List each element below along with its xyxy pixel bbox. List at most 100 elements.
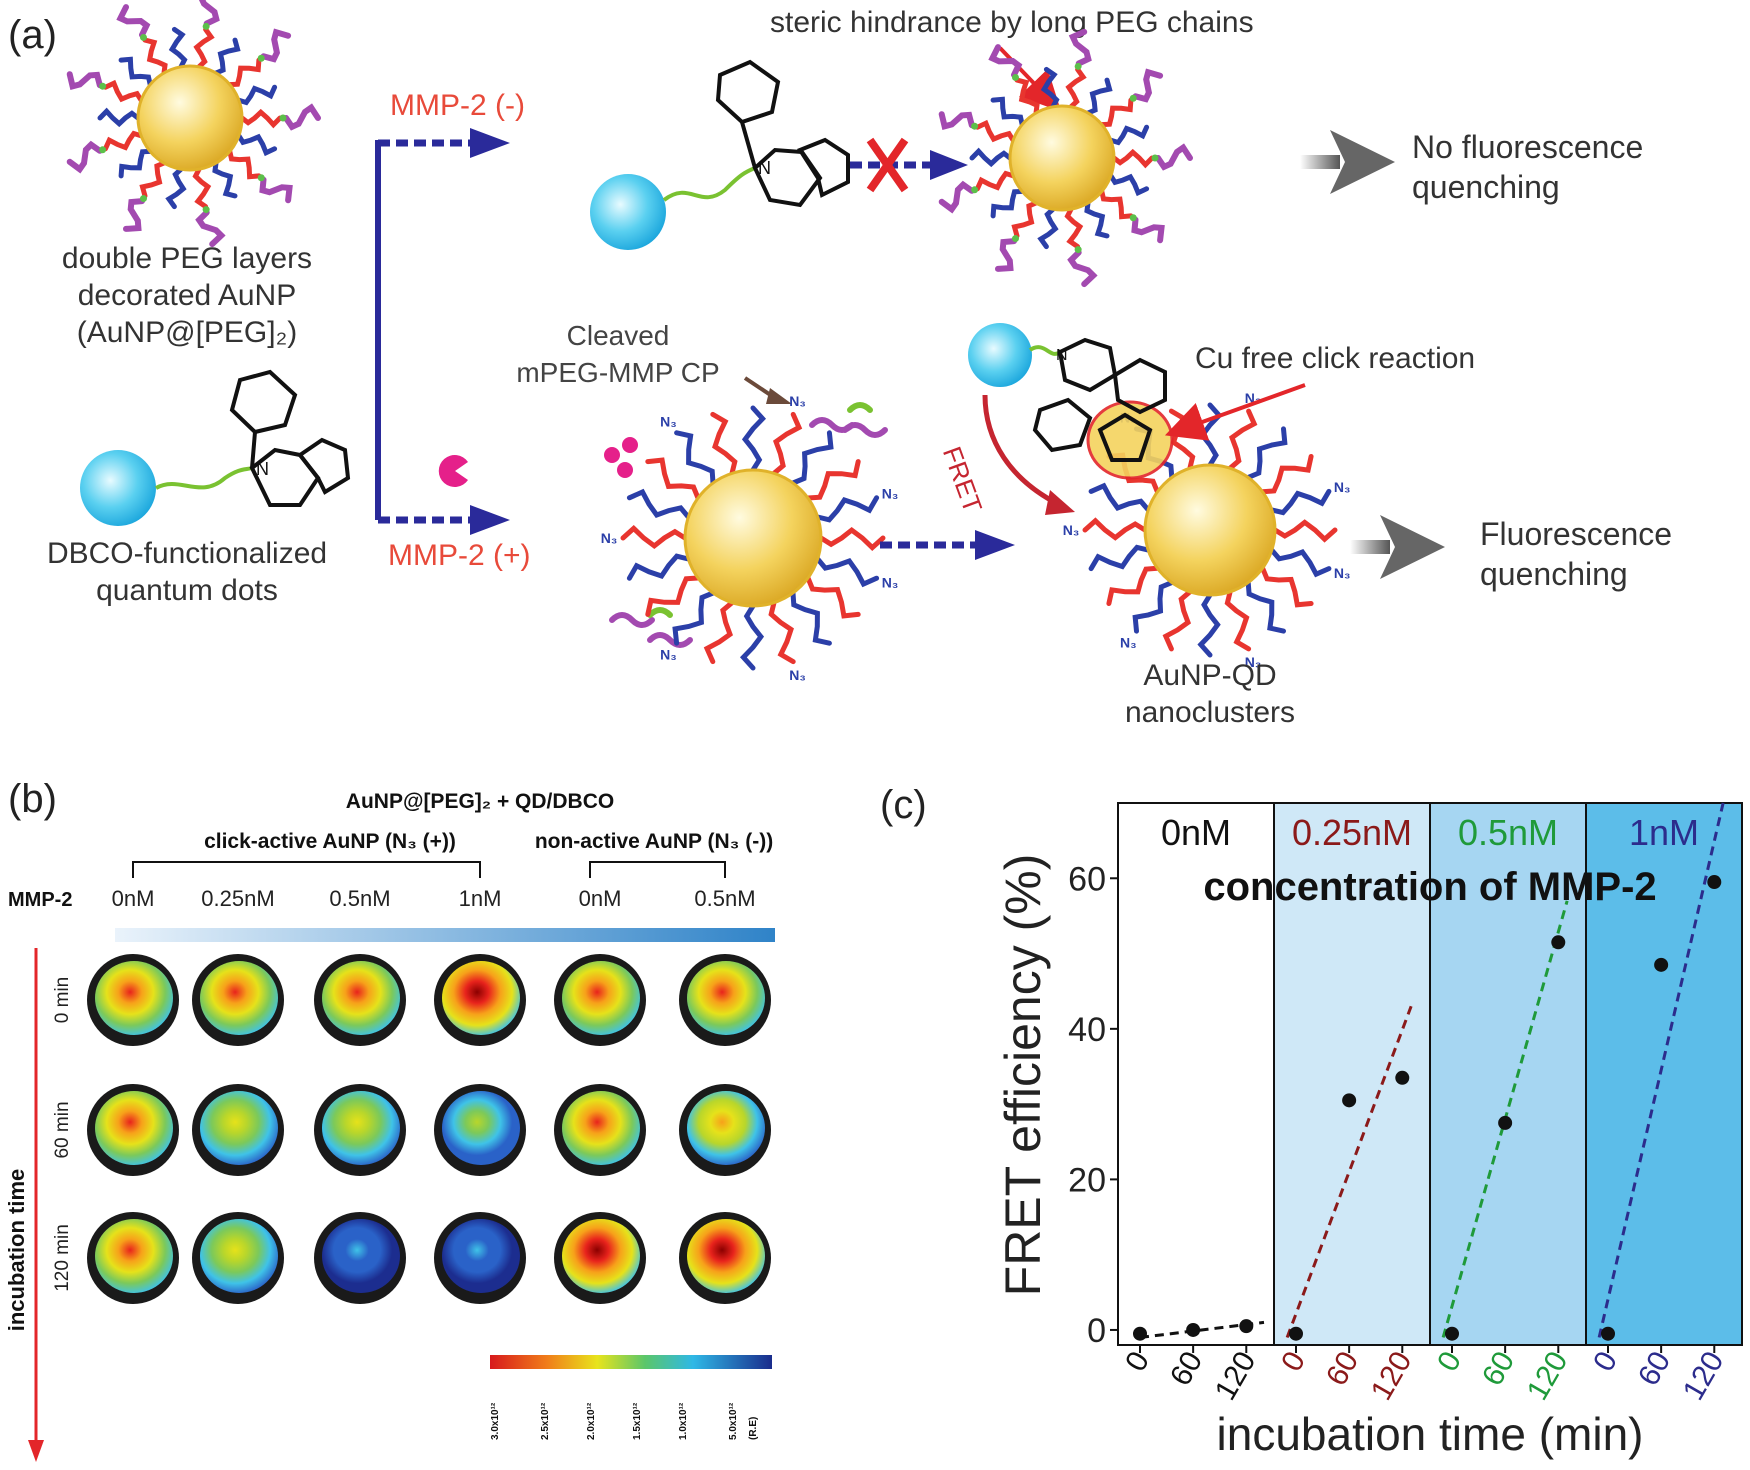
well-signal xyxy=(322,1219,400,1293)
x-tick-label: 60 xyxy=(1164,1346,1209,1391)
click-reaction-label: Cu free click reaction xyxy=(1195,342,1475,375)
blocked-arrow xyxy=(850,137,968,193)
aunp-double-peg-right xyxy=(938,28,1193,288)
data-point xyxy=(1445,1326,1459,1341)
intensity-colorbar xyxy=(490,1355,772,1369)
series-label: 0nM xyxy=(1161,812,1231,853)
y-tick-label: 0 xyxy=(1087,1312,1106,1350)
data-point xyxy=(1601,1326,1615,1341)
x-tick-label: 120 xyxy=(1521,1346,1575,1406)
aunp-caption-line-2: decorated AuNP xyxy=(78,279,296,312)
group-active-bracket xyxy=(132,861,481,878)
svg-text:N: N xyxy=(758,158,771,178)
concentration-panel xyxy=(1117,802,1275,1346)
svg-text:N₃: N₃ xyxy=(882,575,899,591)
data-point xyxy=(1654,957,1669,972)
well-signal xyxy=(562,1091,640,1165)
x-tick-label: 0 xyxy=(1119,1346,1156,1377)
well-signal xyxy=(95,1219,173,1293)
svg-text:N₃: N₃ xyxy=(1063,522,1080,538)
well-signal xyxy=(442,961,520,1035)
aunp-caption-line-3: (AuNP@[PEG]₂) xyxy=(77,316,297,349)
panel-a-label: (a) xyxy=(8,13,57,57)
x-tick-label: 60 xyxy=(1476,1346,1521,1391)
panel-b-label: (b) xyxy=(8,777,57,821)
data-point xyxy=(1395,1070,1410,1085)
data-point xyxy=(1186,1322,1201,1337)
well-signal xyxy=(95,1091,173,1165)
panel-b: (b) AuNP@[PEG]₂ + QD/DBCO click-active A… xyxy=(4,777,775,1462)
annotation-label: concentration of MMP-2 xyxy=(1203,865,1656,909)
group-active-label: click-active AuNP (N₃ (+)) xyxy=(204,830,456,853)
svg-text:N₃: N₃ xyxy=(1120,635,1137,651)
colorbar-tick: 5.0x10¹² xyxy=(728,1402,739,1440)
y-tick-label: 20 xyxy=(1068,1161,1106,1199)
well-signal xyxy=(322,961,400,1035)
data-point xyxy=(1342,1093,1357,1108)
aunp-caption: double PEG layers decorated AuNP (AuNP@[… xyxy=(62,242,312,349)
colorbar-tick: (R.E) xyxy=(748,1417,759,1440)
data-point xyxy=(1707,875,1722,890)
data-point xyxy=(1498,1115,1513,1130)
colorbar-tick: 1.0x10¹² xyxy=(678,1402,689,1440)
data-point xyxy=(1551,935,1566,950)
branch-arrows xyxy=(375,128,510,535)
well-signal xyxy=(687,1091,765,1165)
time-row-label: 0 min xyxy=(52,977,73,1023)
steric-hindrance-label: steric hindrance by long PEG chains xyxy=(770,6,1254,39)
click-reaction-arrow xyxy=(1164,383,1306,441)
cleaved-line-1: Cleaved xyxy=(567,320,670,351)
well-signal xyxy=(95,961,173,1035)
panel-c-label: (c) xyxy=(880,783,927,827)
well-signal xyxy=(687,961,765,1035)
concentration-panel xyxy=(1429,802,1587,1346)
data-point xyxy=(1289,1326,1303,1341)
mmp-column-label: 0nM xyxy=(579,886,622,911)
aunp-double-peg xyxy=(66,0,321,248)
mmp-minus-label: MMP-2 (-) xyxy=(390,89,525,122)
x-tick-label: 0 xyxy=(1587,1346,1624,1377)
y-axis-label: FRET efficiency (%) xyxy=(995,854,1051,1297)
colorbar-tick: 2.5x10¹² xyxy=(540,1402,551,1440)
mmp-column-label: 0.25nM xyxy=(201,886,274,911)
no-quench-line-2: quenching xyxy=(1412,169,1560,205)
well-signal xyxy=(562,961,640,1035)
quench-label: Fluorescence quenching xyxy=(1480,516,1672,592)
incubation-time-axis: incubation time xyxy=(4,948,44,1462)
well-signal xyxy=(687,1219,765,1293)
aunp-caption-line-1: double PEG layers xyxy=(62,242,312,275)
mmp-column-label: 1nM xyxy=(459,886,502,911)
x-tick-label: 60 xyxy=(1320,1346,1365,1391)
concentration-panel xyxy=(1585,802,1743,1346)
concentration-gradient-bar xyxy=(115,928,775,942)
gray-arrow-top xyxy=(1300,130,1395,194)
svg-text:N₃: N₃ xyxy=(789,393,806,409)
svg-text:N₃: N₃ xyxy=(660,647,677,663)
group-inactive-bracket xyxy=(589,861,726,878)
fret-arrow xyxy=(982,394,1062,508)
group-inactive-label: non-active AuNP (N₃ (-)) xyxy=(535,830,773,853)
nanocluster-line-1: AuNP-QD xyxy=(1143,659,1276,692)
x-axis-label: incubation time (min) xyxy=(1217,1408,1644,1460)
quench-line-1: Fluorescence xyxy=(1480,516,1672,552)
svg-text:N₃: N₃ xyxy=(1334,479,1351,495)
panel-a: (a) double PEG layers decorated AuNP (Au… xyxy=(8,0,1672,729)
svg-text:N₃: N₃ xyxy=(601,530,618,546)
incubation-time-label: incubation time xyxy=(4,1169,29,1332)
cleaved-fragments xyxy=(609,402,888,648)
y-tick-label: 40 xyxy=(1068,1011,1106,1049)
no-quench-line-1: No fluorescence xyxy=(1412,129,1643,165)
series-label: 0.5nM xyxy=(1458,812,1558,853)
fret-label: FRET xyxy=(937,443,988,517)
dbco-quantum-dot-top: N xyxy=(590,59,850,250)
colorbar-tick: 2.0x10¹² xyxy=(586,1402,597,1440)
svg-text:N₃: N₃ xyxy=(882,486,899,502)
cleaved-label: Cleaved mPEG-MMP CP xyxy=(516,320,719,388)
well-signal xyxy=(442,1091,520,1165)
